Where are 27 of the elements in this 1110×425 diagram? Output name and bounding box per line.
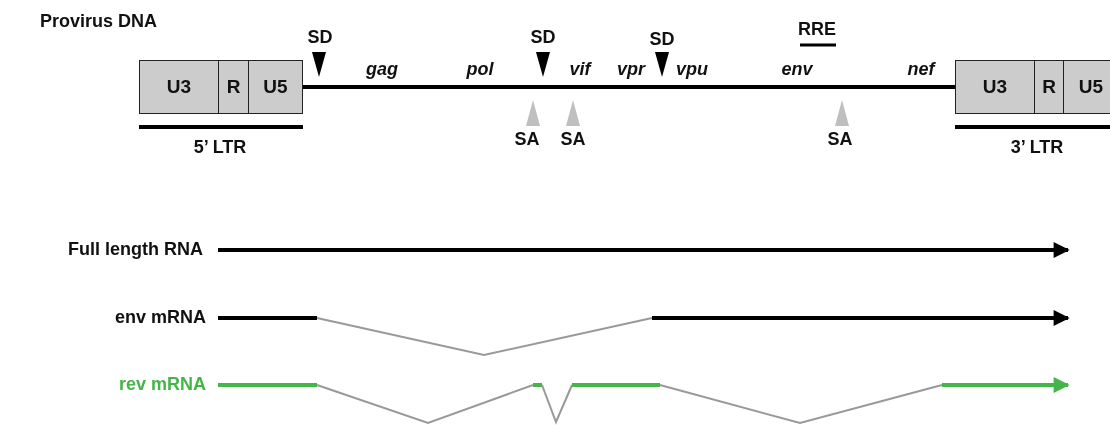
site-label: SA [827,130,853,150]
region-box: R [1034,60,1064,114]
site-label: SD [530,28,556,48]
transcript-label: rev mRNA [118,375,206,395]
site-label: SA [514,130,540,150]
gene-label: nef [907,60,935,80]
gene-label: pol [466,60,494,80]
gene-label: vpu [676,60,708,80]
gene-label: gag [366,60,398,80]
gene-label: vif [569,60,591,80]
region-box: U3 [139,60,219,114]
section-label: Provirus DNA [40,12,158,32]
region-box: U3 [955,60,1035,114]
region-box: U5 [248,60,303,114]
gene-label: env [781,60,813,80]
gene-label: vpr [617,60,645,80]
site-label: SD [649,30,675,50]
transcript-label: env mRNA [114,308,206,328]
region-box: U5 [1063,60,1110,114]
site-label: SD [307,28,333,48]
site-label: SA [560,130,586,150]
region-label: 3’ LTR [1010,138,1064,158]
region-box: R [218,60,249,114]
transcript-label: Full length RNA [68,240,203,260]
region-label: 5’ LTR [193,138,247,158]
site-label: RRE [798,20,836,40]
genome-line [303,85,955,89]
